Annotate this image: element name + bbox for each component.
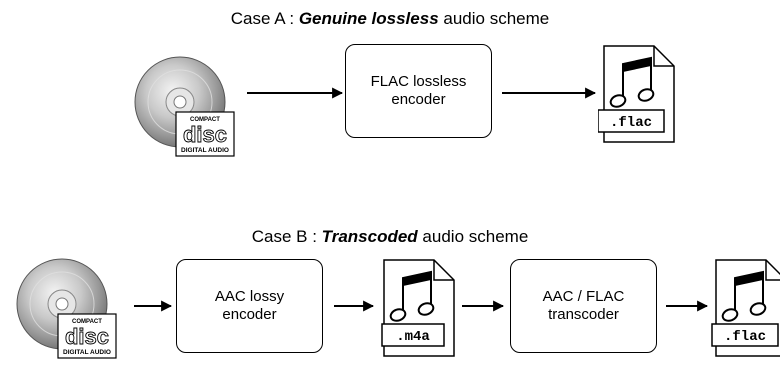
case-a-title-suffix: audio scheme — [438, 9, 550, 28]
music-file-icon: .flac — [598, 45, 675, 143]
case-b-title-suffix: audio scheme — [417, 227, 529, 246]
cd-logo-main: disc — [183, 122, 227, 147]
transcoder-box: AAC / FLAC transcoder — [510, 259, 657, 353]
cd-logo-bottom: DIGITAL AUDIO — [63, 349, 111, 356]
case-b-output-ext: .flac — [724, 329, 766, 345]
cd-logo-bottom: DIGITAL AUDIO — [181, 147, 229, 154]
case-a-output-ext: .flac — [610, 115, 652, 131]
flac-encoder-box: FLAC lossless encoder — [345, 44, 492, 138]
arrow-right-icon — [666, 300, 709, 312]
case-a-title: Case A : Genuine lossless audio scheme — [0, 9, 780, 29]
cd-logo-main: disc — [65, 324, 109, 349]
transcoder-label: AAC / FLAC transcoder — [542, 288, 625, 323]
compact-disc-icon: COMPACT disc DIGITAL AUDIO — [134, 56, 235, 157]
arrow-right-icon — [247, 87, 344, 99]
cd-logo-top: COMPACT — [72, 319, 102, 325]
compact-disc-icon: COMPACT disc DIGITAL AUDIO — [16, 258, 117, 359]
music-file-icon: .m4a — [381, 259, 455, 357]
case-b-title: Case B : Transcoded audio scheme — [0, 227, 780, 247]
arrow-right-icon — [134, 300, 173, 312]
case-a-title-prefix: Case A : — [230, 9, 299, 28]
aac-encoder-box: AAC lossy encoder — [176, 259, 323, 353]
arrow-right-icon — [502, 87, 597, 99]
arrow-right-icon — [334, 300, 375, 312]
case-a-title-emphasis: Genuine lossless — [298, 9, 439, 28]
case-b-title-emphasis: Transcoded — [321, 227, 418, 246]
music-file-icon: .flac — [711, 259, 780, 357]
cd-logo-top: COMPACT — [190, 117, 220, 123]
aac-encoder-label: AAC lossy encoder — [214, 288, 285, 323]
case-b-intermediate-ext: .m4a — [396, 329, 430, 345]
arrow-right-icon — [462, 300, 505, 312]
case-b-title-prefix: Case B : — [251, 227, 322, 246]
flac-encoder-label: FLAC lossless encoder — [370, 73, 467, 108]
